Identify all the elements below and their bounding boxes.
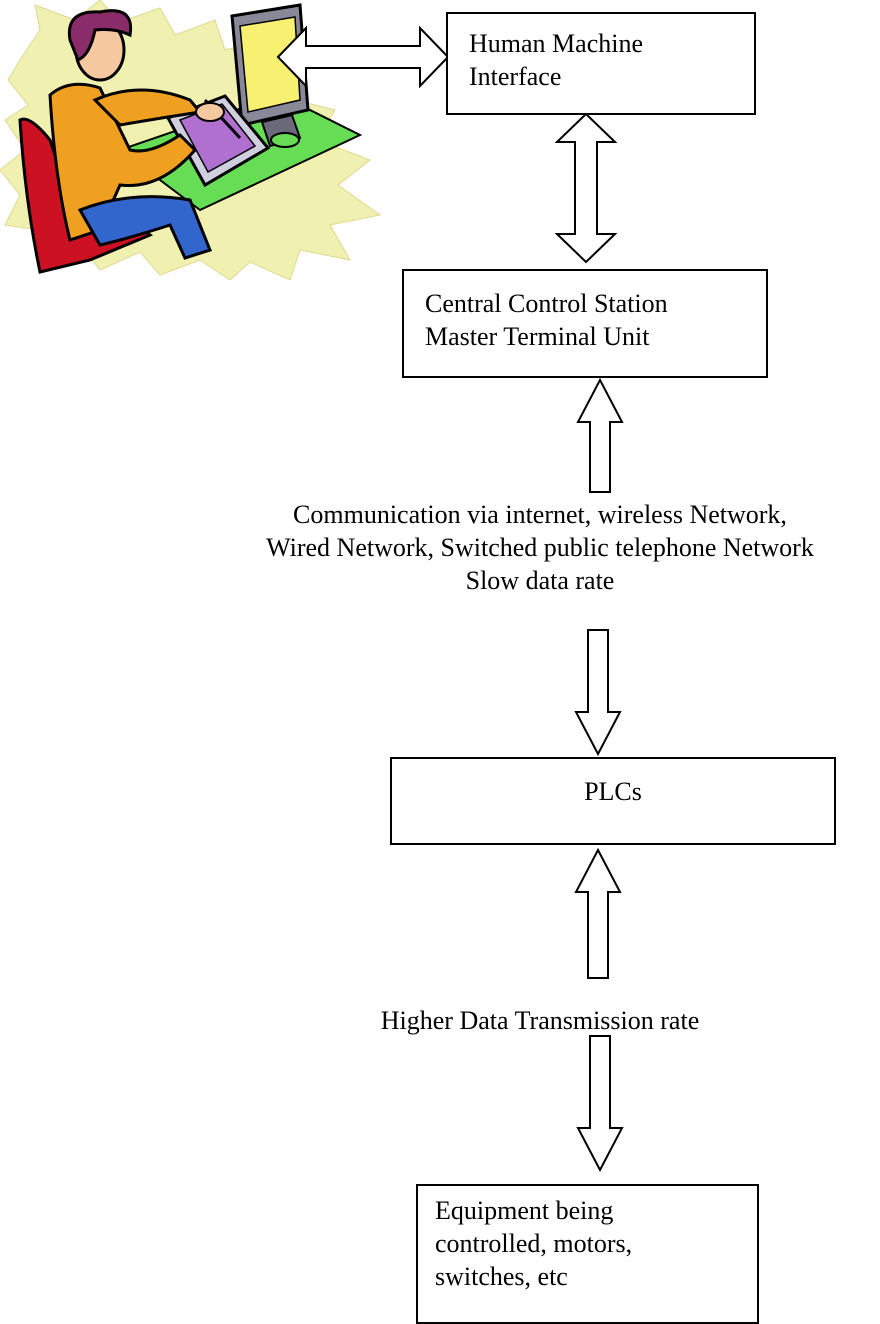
hmi-box: Human Machine Interface [446, 12, 756, 115]
hand-shape [195, 102, 225, 122]
equipment-label-line-3: switches, etc [435, 1262, 568, 1291]
arm-shape [92, 88, 203, 127]
pants-shape [77, 195, 212, 260]
hmi-label-line-2: Interface [469, 62, 562, 91]
arrow-down-outline-icon [574, 629, 622, 756]
communication-caption-line-2: Wired Network, Switched public telephone… [266, 533, 814, 562]
monitor-screen-shape [239, 16, 301, 113]
communication-caption-line-3: Slow data rate [465, 566, 615, 595]
plc-label: PLCs [584, 777, 642, 806]
communication-caption: Communication via internet, wireless Net… [190, 498, 880, 597]
double-arrow-up-down-icon [555, 112, 617, 264]
plc-box: PLCs [390, 757, 836, 845]
mouse-shape [270, 132, 300, 148]
equipment-label-line-1: Equipment being [435, 1196, 614, 1225]
higher-rate-caption: Higher Data Transmission rate [300, 1004, 780, 1037]
operator-clipart-icon [0, 0, 382, 280]
hmi-label-line-1: Human Machine [469, 29, 644, 58]
mtu-label-line-1: Central Control Station [425, 289, 668, 318]
equipment-label-line-2: controlled, motors, [435, 1229, 633, 1258]
equipment-box: Equipment being controlled, motors, swit… [416, 1184, 759, 1324]
higher-rate-caption-line-1: Higher Data Transmission rate [380, 1006, 700, 1035]
shirt-shape [48, 82, 198, 242]
mtu-label-line-2: Master Terminal Unit [425, 322, 650, 351]
communication-caption-line-1: Communication via internet, wireless Net… [293, 500, 787, 529]
arrow-up-outline-icon [574, 848, 622, 979]
double-arrow-left-right-icon [276, 26, 450, 88]
hair-shape [67, 9, 133, 62]
arrow-down-outline-icon [576, 1035, 624, 1172]
arrow-up-outline-icon [576, 378, 624, 493]
mtu-box: Central Control Station Master Terminal … [402, 269, 768, 378]
